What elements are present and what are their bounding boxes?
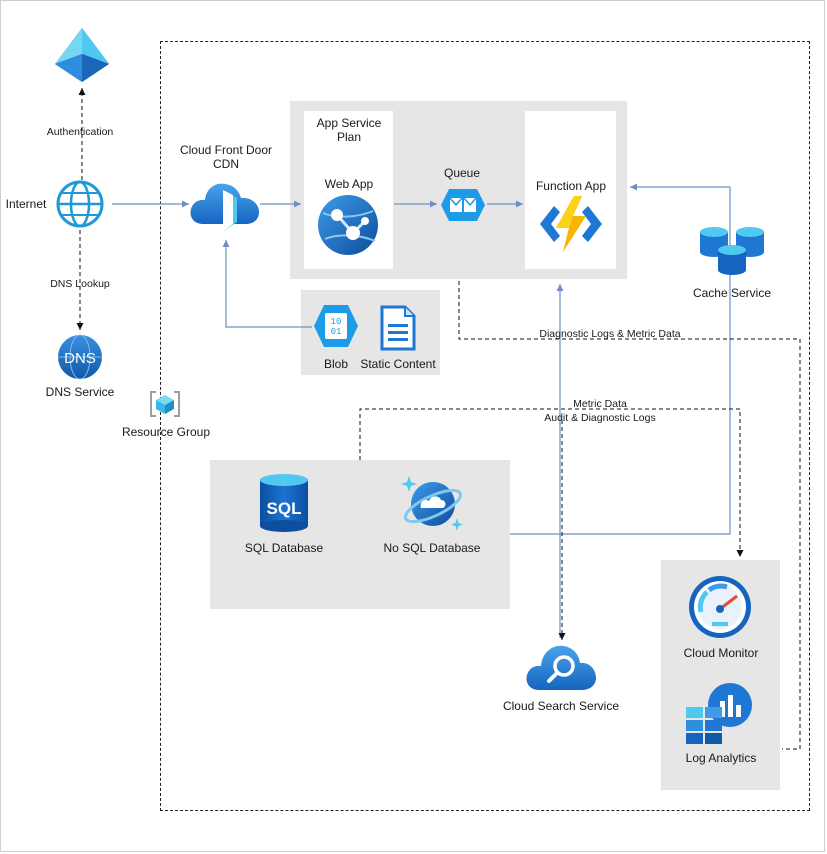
resource-group-icon <box>150 391 180 417</box>
blob-badge-top: 10 <box>331 317 342 327</box>
edge-diag-logs <box>458 281 801 750</box>
authentication-label: Authentication <box>46 126 114 138</box>
queue-label: Queue <box>443 166 481 180</box>
sql-badge-text: SQL <box>267 499 302 518</box>
app-service-plan-line1: App Service <box>316 116 382 130</box>
diag-logs-label: Diagnostic Logs & Metric Data <box>539 328 681 340</box>
cloud-search-label: Cloud Search Service <box>502 699 620 713</box>
dns-service-label: DNS Service <box>45 385 115 399</box>
search-cloud-icon <box>526 645 596 690</box>
nosql-planet-icon <box>401 476 463 531</box>
internet-label: Internet <box>5 197 47 211</box>
globe-icon <box>56 180 104 228</box>
resource-group-boundary <box>160 41 810 811</box>
blob-storage-icon: 10 01 <box>314 305 358 347</box>
function-app-bolt-icon <box>540 196 602 252</box>
nosql-database-label: No SQL Database <box>383 541 481 555</box>
web-app-label: Web App <box>324 177 374 191</box>
cdn-cloud-icon <box>190 183 259 232</box>
function-app-box <box>525 111 616 269</box>
edge-blob-cdn <box>222 240 312 328</box>
sql-database-icon: SQL <box>260 474 308 532</box>
sql-database-label: SQL Database <box>244 541 324 555</box>
edge-metric-audit <box>359 408 744 557</box>
dns-badge-text: DNS <box>64 350 96 367</box>
log-analytics-label: Log Analytics <box>685 751 757 765</box>
cache-service-label: Cache Service <box>692 286 772 300</box>
app-service-plan-line2: Plan <box>336 130 362 144</box>
function-app-label: Function App <box>535 179 607 193</box>
document-icon <box>380 305 416 351</box>
identity-pyramid-icon <box>55 28 109 82</box>
resource-group-label: Resource Group <box>121 425 211 439</box>
cloud-monitor-label: Cloud Monitor <box>683 646 759 660</box>
log-analytics-icon <box>686 683 752 744</box>
metric-data-label: Metric Data <box>573 398 627 410</box>
dns-lookup-label: DNS Lookup <box>50 278 110 290</box>
queue-icon <box>441 189 485 221</box>
cdn-label-line2: CDN <box>213 157 239 171</box>
edge-db-cache-function <box>510 183 731 535</box>
static-content-label: Static Content <box>360 357 436 371</box>
cache-cylinders-icon <box>700 227 764 275</box>
web-app-globe-icon <box>318 195 378 255</box>
monitor-gauge-icon <box>689 576 751 638</box>
cdn-label-line1: Cloud Front Door <box>179 143 273 157</box>
blob-label: Blob <box>323 357 349 371</box>
dns-globe-icon: DNS <box>58 334 102 380</box>
audit-logs-label: Audit & Diagnostic Logs <box>544 412 656 424</box>
blob-badge-bottom: 01 <box>331 327 342 337</box>
